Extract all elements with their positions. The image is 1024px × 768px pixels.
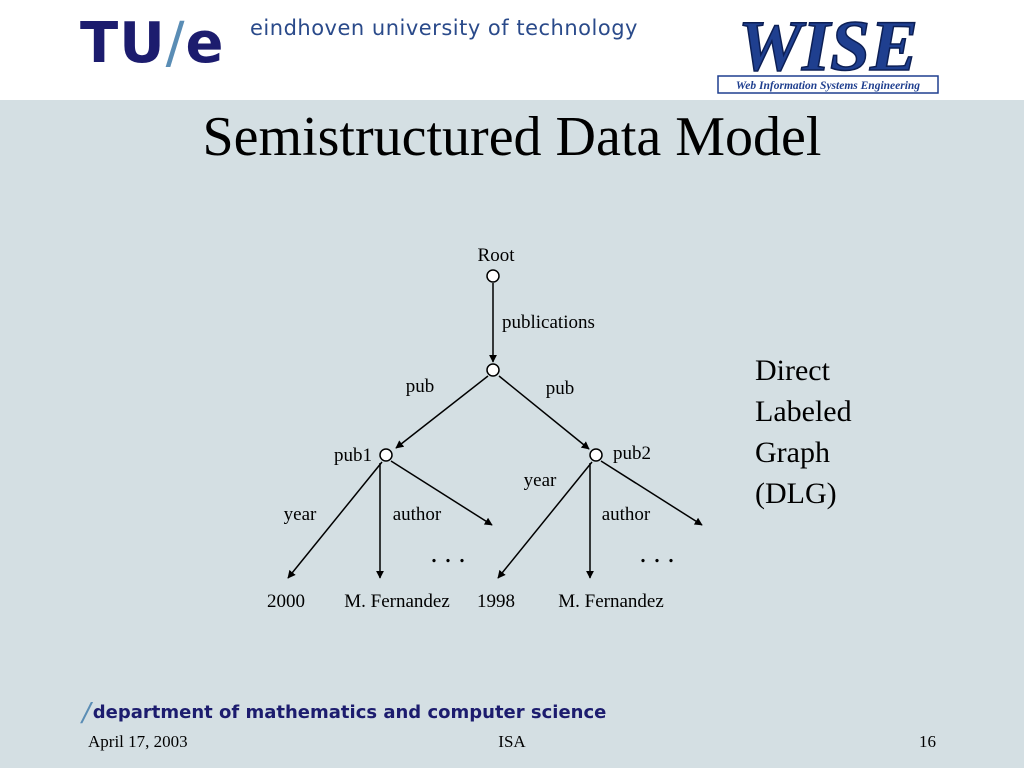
page-number: 16 xyxy=(919,732,936,751)
dlg-line-2: Labeled xyxy=(755,395,852,428)
edge-more-right xyxy=(600,460,703,526)
edge-year-left xyxy=(287,461,383,579)
footer-center: ISA xyxy=(498,732,526,751)
ellipsis-right: . . . xyxy=(640,538,675,569)
edge-label-year-left: year xyxy=(284,504,317,525)
node-label-pub1: pub1 xyxy=(334,445,372,466)
edge-label-year-right: year xyxy=(524,470,557,491)
edge-year-right xyxy=(497,461,593,579)
department-name: department of mathematics and computer s… xyxy=(92,702,607,723)
leaf-author-right: M. Fernandez xyxy=(558,591,664,612)
node-root xyxy=(486,269,500,283)
wise-tagline: Web Information Systems Engineering xyxy=(736,80,920,92)
wise-logo: WISE Web Information Systems Engineering xyxy=(717,8,939,94)
dlg-line-4: (DLG) xyxy=(755,477,837,510)
tue-logo-e: e xyxy=(185,11,225,76)
wise-logo-text: WISE xyxy=(738,8,918,86)
edge-pub-right xyxy=(498,375,590,450)
edge-pub-left xyxy=(395,375,489,449)
leaf-year-1998: 1998 xyxy=(477,591,515,612)
slide-footer: April 17, 2003 ISA 16 xyxy=(0,732,1024,756)
node-label-pub2: pub2 xyxy=(613,443,651,464)
root-label: Root xyxy=(478,245,516,266)
dlg-line-1: Direct xyxy=(755,354,830,387)
tue-logo-tu: TU xyxy=(80,11,166,76)
department-footer: /department of mathematics and computer … xyxy=(82,698,606,728)
footer-date: April 17, 2003 xyxy=(88,732,188,751)
edge-more-left xyxy=(390,460,493,526)
slide-title: Semistructured Data Model xyxy=(202,106,822,168)
dlg-line-3: Graph xyxy=(755,436,830,469)
tue-logo: TU/e xyxy=(80,12,225,76)
slide-header: TU/e eindhoven university of technology … xyxy=(0,0,1024,100)
node-pub1 xyxy=(379,448,393,462)
leaf-year-2000: 2000 xyxy=(267,591,305,612)
leaf-author-left: M. Fernandez xyxy=(344,591,450,612)
edge-label-author-right: author xyxy=(602,504,651,525)
edge-label-author-left: author xyxy=(393,504,442,525)
edge-label-pub-left: pub xyxy=(406,376,435,397)
tue-logo-slash: / xyxy=(165,11,186,76)
node-pub2 xyxy=(589,448,603,462)
department-slash: / xyxy=(82,698,91,728)
edge-label-pub-right: pub xyxy=(546,378,575,399)
ellipsis-left: . . . xyxy=(431,538,466,569)
edge-label-publications: publications xyxy=(502,312,595,333)
wise-tagline-frame xyxy=(717,75,939,94)
dlg-description: Direct Labeled Graph (DLG) xyxy=(755,350,852,514)
node-publications xyxy=(486,363,500,377)
university-name: eindhoven university of technology xyxy=(250,16,638,40)
